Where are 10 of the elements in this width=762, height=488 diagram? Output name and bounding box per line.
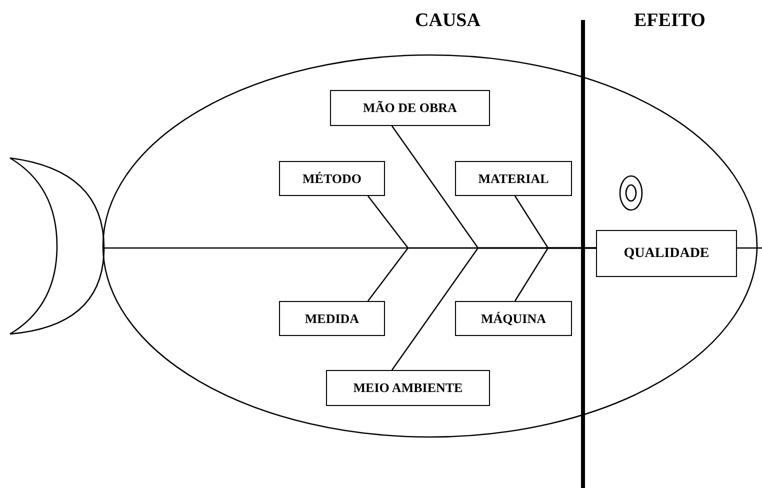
cause-box: MÉTODO bbox=[279, 161, 385, 196]
cause-box: MÁQUINA bbox=[455, 301, 572, 336]
cause-box: MEDIDA bbox=[279, 301, 385, 336]
cause-box: MEIO AMBIENTE bbox=[326, 370, 490, 406]
cause-box: MATERIAL bbox=[455, 161, 572, 196]
section-heading: CAUSA bbox=[415, 10, 480, 32]
bone-line bbox=[391, 247, 596, 370]
section-heading: EFEITO bbox=[634, 10, 706, 32]
cause-box: MÃO DE OBRA bbox=[330, 90, 490, 126]
effect-box: QUALIDADE bbox=[596, 230, 737, 277]
